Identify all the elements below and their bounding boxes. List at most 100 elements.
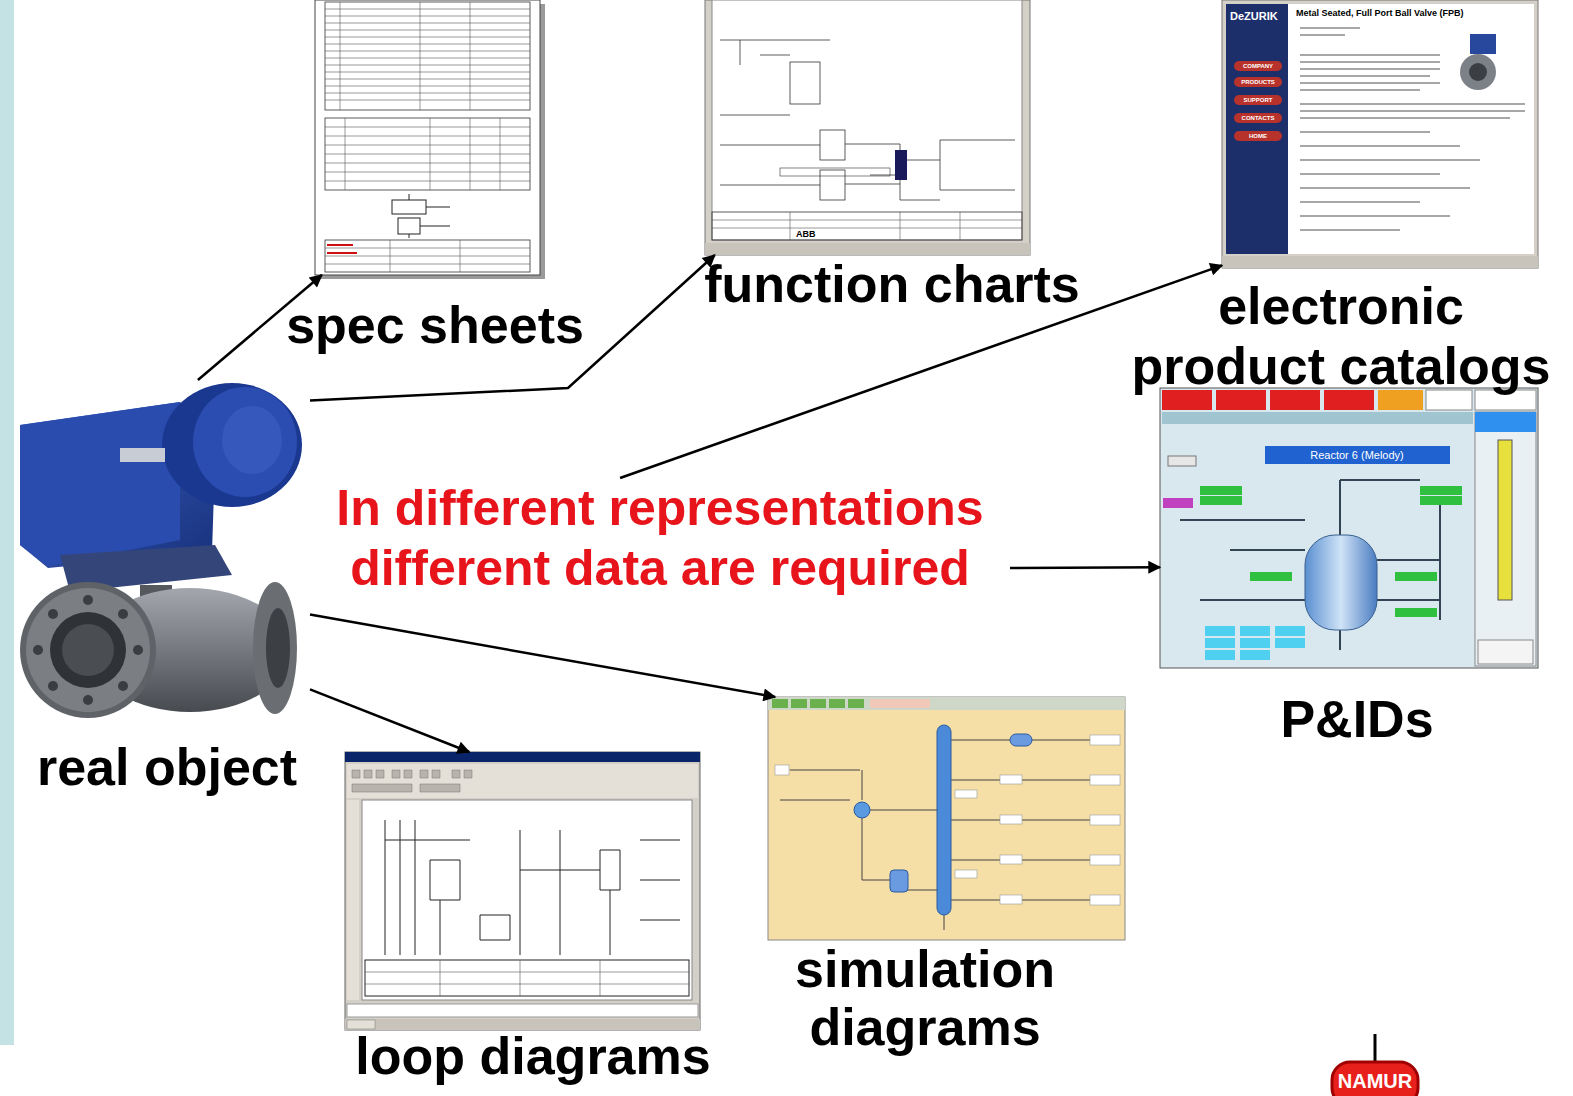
pid-screenshot-part-part <box>1250 572 1292 581</box>
function-chart-screenshot-part <box>780 168 890 176</box>
pid-screenshot-part <box>1265 446 1450 464</box>
valve-illustration-part <box>20 402 216 568</box>
valve-illustration-part <box>33 595 143 705</box>
function-chart-screenshot-part <box>790 62 820 104</box>
valve-illustration-part-part <box>118 609 128 619</box>
valve-illustration-part <box>162 383 302 507</box>
caption-label: real object <box>37 738 297 796</box>
loop-diagram-screenshot-part <box>347 1020 375 1029</box>
simulation-screenshot-part-part <box>1090 775 1120 785</box>
loop-diagram-screenshot-part <box>352 770 472 792</box>
valve-illustration-part <box>253 582 297 714</box>
namur-logo <box>1332 1034 1418 1096</box>
valve-illustration-part <box>20 402 180 566</box>
simulation-screenshot-part <box>775 735 1120 905</box>
statement-text: In different representations different d… <box>310 478 1010 598</box>
simulation-screenshot-part-part <box>1000 855 1022 864</box>
menu-button-text: COMPANY <box>1243 63 1273 70</box>
loop-diagram-screenshot-part <box>345 752 700 762</box>
valve-illustration-part <box>266 608 290 688</box>
banner-text: Reactor 6 (Melody) <box>1310 449 1404 462</box>
valve-illustration-part <box>26 588 150 712</box>
loop-diagram-screenshot <box>345 752 700 1030</box>
function-chart-screenshot-part <box>895 150 907 180</box>
simulation-screenshot-part-part <box>1090 815 1120 825</box>
simulation-screenshot-part <box>854 802 870 818</box>
pid-screenshot-part-part <box>1395 608 1437 617</box>
pid-screenshot-part <box>1475 412 1536 432</box>
pid-screenshot-part-part <box>1205 638 1235 648</box>
simulation-screenshot-part-part <box>1000 775 1022 784</box>
spec-sheet-screenshot-part <box>409 194 450 238</box>
function-chart-screenshot-part <box>705 0 1030 255</box>
simulation-screenshot-part <box>772 699 864 708</box>
arrow-connector <box>310 689 469 752</box>
product-catalog-screenshot-part <box>1300 28 1525 230</box>
pid-screenshot-part-part <box>1200 486 1242 495</box>
simulation-screenshot-part <box>780 740 1090 930</box>
logo-text: ABB <box>796 229 816 239</box>
loop-diagram-screenshot-part <box>347 1004 698 1017</box>
simulation-screenshot-part-part <box>955 870 977 878</box>
valve-illustration-part <box>120 448 165 462</box>
arrow-connector <box>310 615 775 697</box>
caption-label: P&IDs <box>1280 690 1433 748</box>
pid-screenshot-part <box>1162 412 1473 424</box>
valve-illustration-part-part <box>118 681 128 691</box>
simulation-screenshot-part <box>1010 734 1032 746</box>
loop-diagram-screenshot-part <box>347 800 359 1000</box>
document-picture: P&IDs <box>1160 388 1538 668</box>
simulation-screenshot-part-part <box>1000 815 1022 824</box>
pid-screenshot-part <box>1305 535 1377 630</box>
simulation-screenshot-part-part <box>1000 895 1022 904</box>
loop-diagram-screenshot-part <box>365 960 689 996</box>
valve-illustration-part <box>193 387 297 497</box>
simulation-screenshot-part-part <box>772 699 788 708</box>
side-band <box>0 0 14 1045</box>
caption-label: electronic product catalogs <box>1123 276 1559 396</box>
simulation-screenshot-part <box>890 870 908 892</box>
function-chart-screenshot-part <box>820 170 845 200</box>
spec-sheet-screenshot-part <box>325 240 530 272</box>
document-picture: function charts <box>705 0 1030 255</box>
pid-screenshot-part <box>1475 412 1536 666</box>
product-catalog-screenshot-part <box>1226 4 1534 254</box>
simulation-screenshot-part-part <box>829 699 845 708</box>
page-heading: Metal Seated, Full Port Ball Valve (FPB) <box>1296 8 1464 18</box>
valve-illustration-part <box>20 582 156 718</box>
document-picture: spec sheets <box>315 0 540 275</box>
pid-screenshot-part-part <box>1240 638 1270 648</box>
simulation-screenshot-part-part <box>1090 895 1120 905</box>
logo-text: NAMUR <box>1338 1070 1412 1093</box>
valve-illustration-part <box>140 585 172 603</box>
pid-screenshot-part-part <box>1205 650 1235 660</box>
simulation-screenshot-part-part <box>1090 855 1120 865</box>
valve-illustration-part <box>60 545 232 592</box>
pid-screenshot-part <box>1478 640 1533 664</box>
product-catalog-screenshot-part <box>1469 63 1487 81</box>
namur-logo-part <box>1374 1034 1377 1063</box>
spec-sheet-screenshot <box>315 0 545 279</box>
arrow-connector <box>1010 566 1160 569</box>
pid-screenshot-part <box>1160 388 1538 668</box>
spec-sheet-screenshot-part <box>325 2 530 110</box>
loop-diagram-screenshot-part <box>347 764 698 798</box>
product-catalog-screenshot-part-part <box>1234 77 1282 87</box>
product-catalog-screenshot-part-part <box>1234 61 1282 71</box>
valve-illustration-part <box>50 612 126 688</box>
spec-sheet-screenshot-part <box>392 200 426 214</box>
pid-screenshot-part-part <box>1275 638 1305 648</box>
caption-label: simulation diagrams <box>775 940 1075 1056</box>
function-chart-screenshot-part <box>705 243 1030 255</box>
function-chart-screenshot-part <box>720 40 1015 200</box>
simulation-screenshot-part-part <box>775 765 789 775</box>
valve-illustration-part-part <box>33 645 43 655</box>
product-catalog-screenshot-part-part <box>1234 95 1282 105</box>
statement-box: In different representations different d… <box>310 478 1010 598</box>
object-picture: real object <box>15 380 310 720</box>
namur-logo-part <box>1332 1062 1418 1096</box>
simulation-screenshot-part <box>870 699 930 708</box>
valve-illustration-part-part <box>133 645 143 655</box>
